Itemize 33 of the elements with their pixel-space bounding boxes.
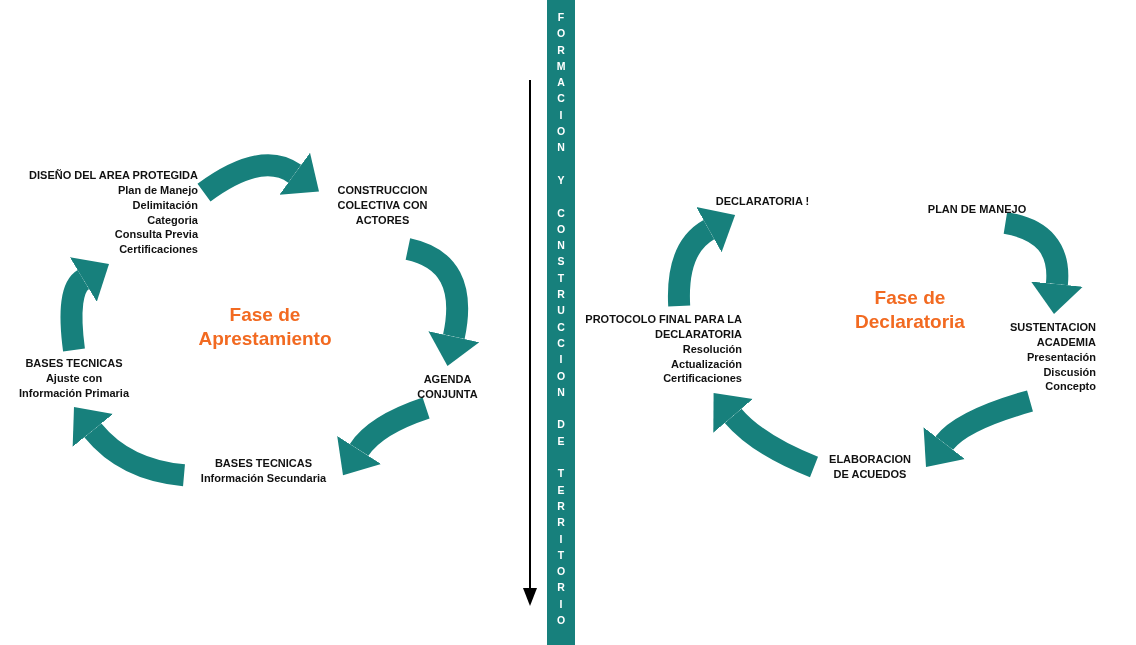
node-text: BASES TECNICAS [214, 456, 313, 471]
node-text: Concepto [1045, 379, 1096, 395]
node-text: Delimitación [132, 197, 198, 213]
node-text: Información Primaria [18, 385, 129, 401]
curved-arrow [73, 407, 186, 487]
node-text: PROTOCOLO FINAL PARA LA DECLARATORIA [584, 312, 742, 342]
node-text: PLAN DE MANEJO [927, 202, 1027, 217]
node-text: DECLARATORIA ! [715, 194, 810, 209]
curved-arrow [924, 390, 1034, 466]
node-text: BASES TECNICAS [25, 356, 123, 371]
node-text: Presentación [1026, 349, 1096, 365]
node-text: Resolución [682, 341, 742, 357]
node-text: Certificaciones [119, 242, 198, 258]
curved-arrow [712, 393, 819, 478]
node-text: DISEÑO DEL AREA PROTEGIDA [29, 168, 198, 183]
node-text: CONSTRUCCION COLECTIVA CON ACTORES [337, 183, 428, 228]
node-text: Ajuste con [45, 370, 103, 386]
node-text: Certificaciones [663, 371, 742, 387]
curved-arrow [337, 397, 430, 475]
node-text: AGENDA CONJUNTA [417, 372, 478, 402]
node-text: Plan de Manejo [117, 182, 198, 198]
phase-title: Fase de Aprestamiento [197, 303, 333, 351]
phase-title: Fase de Declaratoria [854, 286, 966, 334]
node-text: Categoria [147, 212, 198, 228]
node-text: Información Secundaria [200, 470, 327, 486]
curved-arrow [1003, 212, 1083, 315]
node-text: SUSTENTACION ACADEMIA [1010, 320, 1096, 350]
band-text: FORMACION Y CONSTRUCCION DE TERRITORIO [556, 10, 566, 628]
node-text: Actualización [671, 356, 742, 372]
node-text: Discusión [1043, 364, 1096, 380]
node-text: ELABORACION DE ACUEDOS [829, 452, 911, 482]
vertical-band [547, 0, 575, 645]
node-text: Consulta Previa [114, 227, 198, 243]
